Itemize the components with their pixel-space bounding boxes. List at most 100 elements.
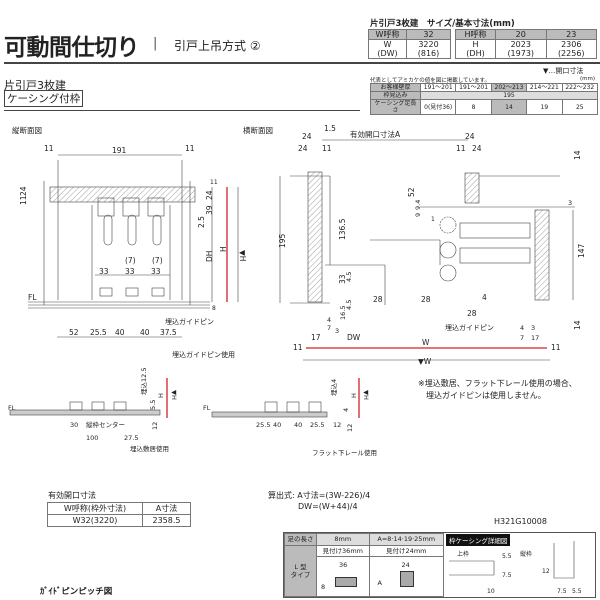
- dimension-label: (7): [125, 256, 136, 265]
- dimension-label: 39: [205, 205, 214, 215]
- cell: 14: [490, 99, 528, 115]
- dw-dim: (DW): [377, 49, 398, 58]
- title-separator: |: [153, 36, 158, 51]
- dimension-label: 9.4: [414, 200, 422, 210]
- dimension-label: 埋込12.5: [139, 368, 148, 395]
- dimension-label: DH: [205, 251, 214, 262]
- opening-table-title: 有効開口寸法: [48, 491, 96, 500]
- page-subtitle: 引戸上吊方式 ②: [174, 39, 261, 53]
- dim: 36: [339, 561, 348, 569]
- product-code: H321G10008: [494, 517, 547, 526]
- dimension-label: 195: [278, 233, 287, 248]
- product-badge: ケーシング付枠: [4, 90, 84, 107]
- dimension-label: 有効開口寸法A: [350, 129, 401, 139]
- dimension-label: 7.5: [502, 572, 512, 579]
- dimension-label: 11: [456, 144, 466, 153]
- dimension-label: 24: [205, 190, 214, 200]
- dimension-label: 14: [573, 150, 582, 160]
- dimension-label: 30: [70, 421, 78, 429]
- dimension-label: 33: [99, 267, 109, 276]
- horizontal-section-title: 横断面図: [243, 125, 273, 135]
- dimension-label: 11: [322, 144, 332, 153]
- detail-dims: FL 埋込12.5 5.5 H ▼H 12 30 縦枠センター 100 27.5…: [8, 368, 377, 457]
- dimension-label: 147: [577, 243, 586, 258]
- dimension-label: ▼H: [362, 390, 370, 400]
- w-mm: 3220: [418, 40, 439, 49]
- row-label: ケーシング足長さ: [370, 99, 421, 115]
- dim: 24: [401, 561, 410, 569]
- dimension-label: 7: [520, 334, 524, 342]
- horizontal-dims: 24 1.5 有効開口寸法A 24 24 11 11 24 14 52 9.4 …: [278, 124, 586, 366]
- dimension-label: 12: [542, 568, 550, 575]
- dimension-label: (7): [152, 256, 163, 265]
- dh-mm: (2256): [557, 49, 585, 58]
- dh-mm: (1973): [507, 49, 535, 58]
- dimension-label: 5.5: [149, 400, 157, 410]
- dimension-label: 5.5: [572, 588, 582, 595]
- dimension-label: 40: [294, 421, 302, 429]
- dimension-label: 11: [210, 179, 218, 186]
- dimension-label: FL: [8, 404, 16, 412]
- cell: W32(3220): [47, 514, 143, 527]
- dimension-label: 25.5: [90, 328, 107, 337]
- dimension-label: 24: [472, 144, 482, 153]
- guide-pin-pitch-title: ｶﾞｲﾄﾞピンピッチ図: [40, 587, 113, 597]
- opening-table: W呼称(枠外寸法)A寸法 W32(3220)2358.5: [47, 502, 191, 527]
- size-table-title: 片引戸3枚建 サイズ/基本寸法(mm): [370, 19, 515, 29]
- dimension-label: 縦枠センター: [86, 420, 125, 429]
- dimension-label: 埋込敷居使用: [130, 444, 169, 453]
- dimension-label: 12: [346, 424, 354, 432]
- dimension-label: 25.5: [256, 421, 270, 429]
- wall-table-note: 代表としてアミカケの値を図に掲載しています。: [370, 78, 491, 84]
- dimension-label: 191: [112, 146, 127, 155]
- header-cell: 8mm: [316, 533, 370, 546]
- dimension-label: 24: [465, 132, 475, 141]
- dimension-label: 14: [573, 320, 582, 330]
- dimension-label: ▼H: [170, 390, 178, 400]
- note-line: 埋込ガイドピンは使用しません。: [426, 391, 546, 400]
- vertical-section-title: 縦断面図: [12, 125, 42, 135]
- dimension-label: 100: [86, 434, 98, 442]
- dh-dim: (DH): [466, 49, 485, 58]
- dimension-label: 40: [273, 421, 281, 429]
- usage-note: ※埋込敷居、フラット下レール使用の場合、 埋込ガイドピンは使用しません。: [418, 378, 577, 402]
- divider: [4, 62, 600, 64]
- dimension-label: 1.5: [324, 124, 336, 133]
- page-title: 可動間仕切り: [4, 35, 140, 61]
- dimension-label: 17: [531, 334, 539, 342]
- note-line: ※埋込敷居、フラット下レール使用の場合、: [418, 379, 577, 388]
- dimension-label: ▼H: [238, 250, 247, 261]
- formula-a: 算出式: A寸法=(3W-226)/4: [268, 491, 371, 500]
- dimension-label: 7: [327, 324, 331, 332]
- cell: 見付け36mm: [316, 544, 370, 557]
- dimension-label: 33: [151, 267, 161, 276]
- dimension-label: 11: [185, 144, 195, 153]
- dim: A: [377, 579, 382, 587]
- vertical-section: [28, 154, 239, 338]
- header-cell: A=8·14·19·25mm: [368, 533, 445, 546]
- dimension-label: 25.5: [310, 421, 324, 429]
- dimension-label: 埋込ガイドピン: [445, 323, 494, 332]
- dimension-label: 17: [311, 333, 321, 342]
- dimension-label: DW: [347, 333, 361, 342]
- dimension-label: 33: [338, 274, 347, 284]
- dimension-label: 2.5: [197, 216, 206, 228]
- cell: 19: [526, 99, 563, 115]
- dimension-label: 3: [568, 199, 572, 207]
- side-frame-label: 縦枠: [520, 551, 533, 558]
- opening-legend: ▼…開口寸法: [543, 67, 584, 75]
- dimension-label: 埋込4: [329, 379, 338, 396]
- dimension-label: 4: [327, 316, 331, 324]
- dimension-label: 24: [298, 144, 308, 153]
- dimension-label: ▼W: [418, 357, 432, 366]
- dimension-label: 5.5: [502, 553, 512, 560]
- vertical-dims: 11 191 11 11 24 11 24 39 2.5 DH H ▼H (7)…: [19, 144, 247, 359]
- header-cell: A寸法: [142, 502, 191, 515]
- product-type: 片引戸3枚建: [4, 79, 66, 92]
- dimension-label: 4: [520, 324, 524, 332]
- h-mm: 2023: [510, 40, 531, 49]
